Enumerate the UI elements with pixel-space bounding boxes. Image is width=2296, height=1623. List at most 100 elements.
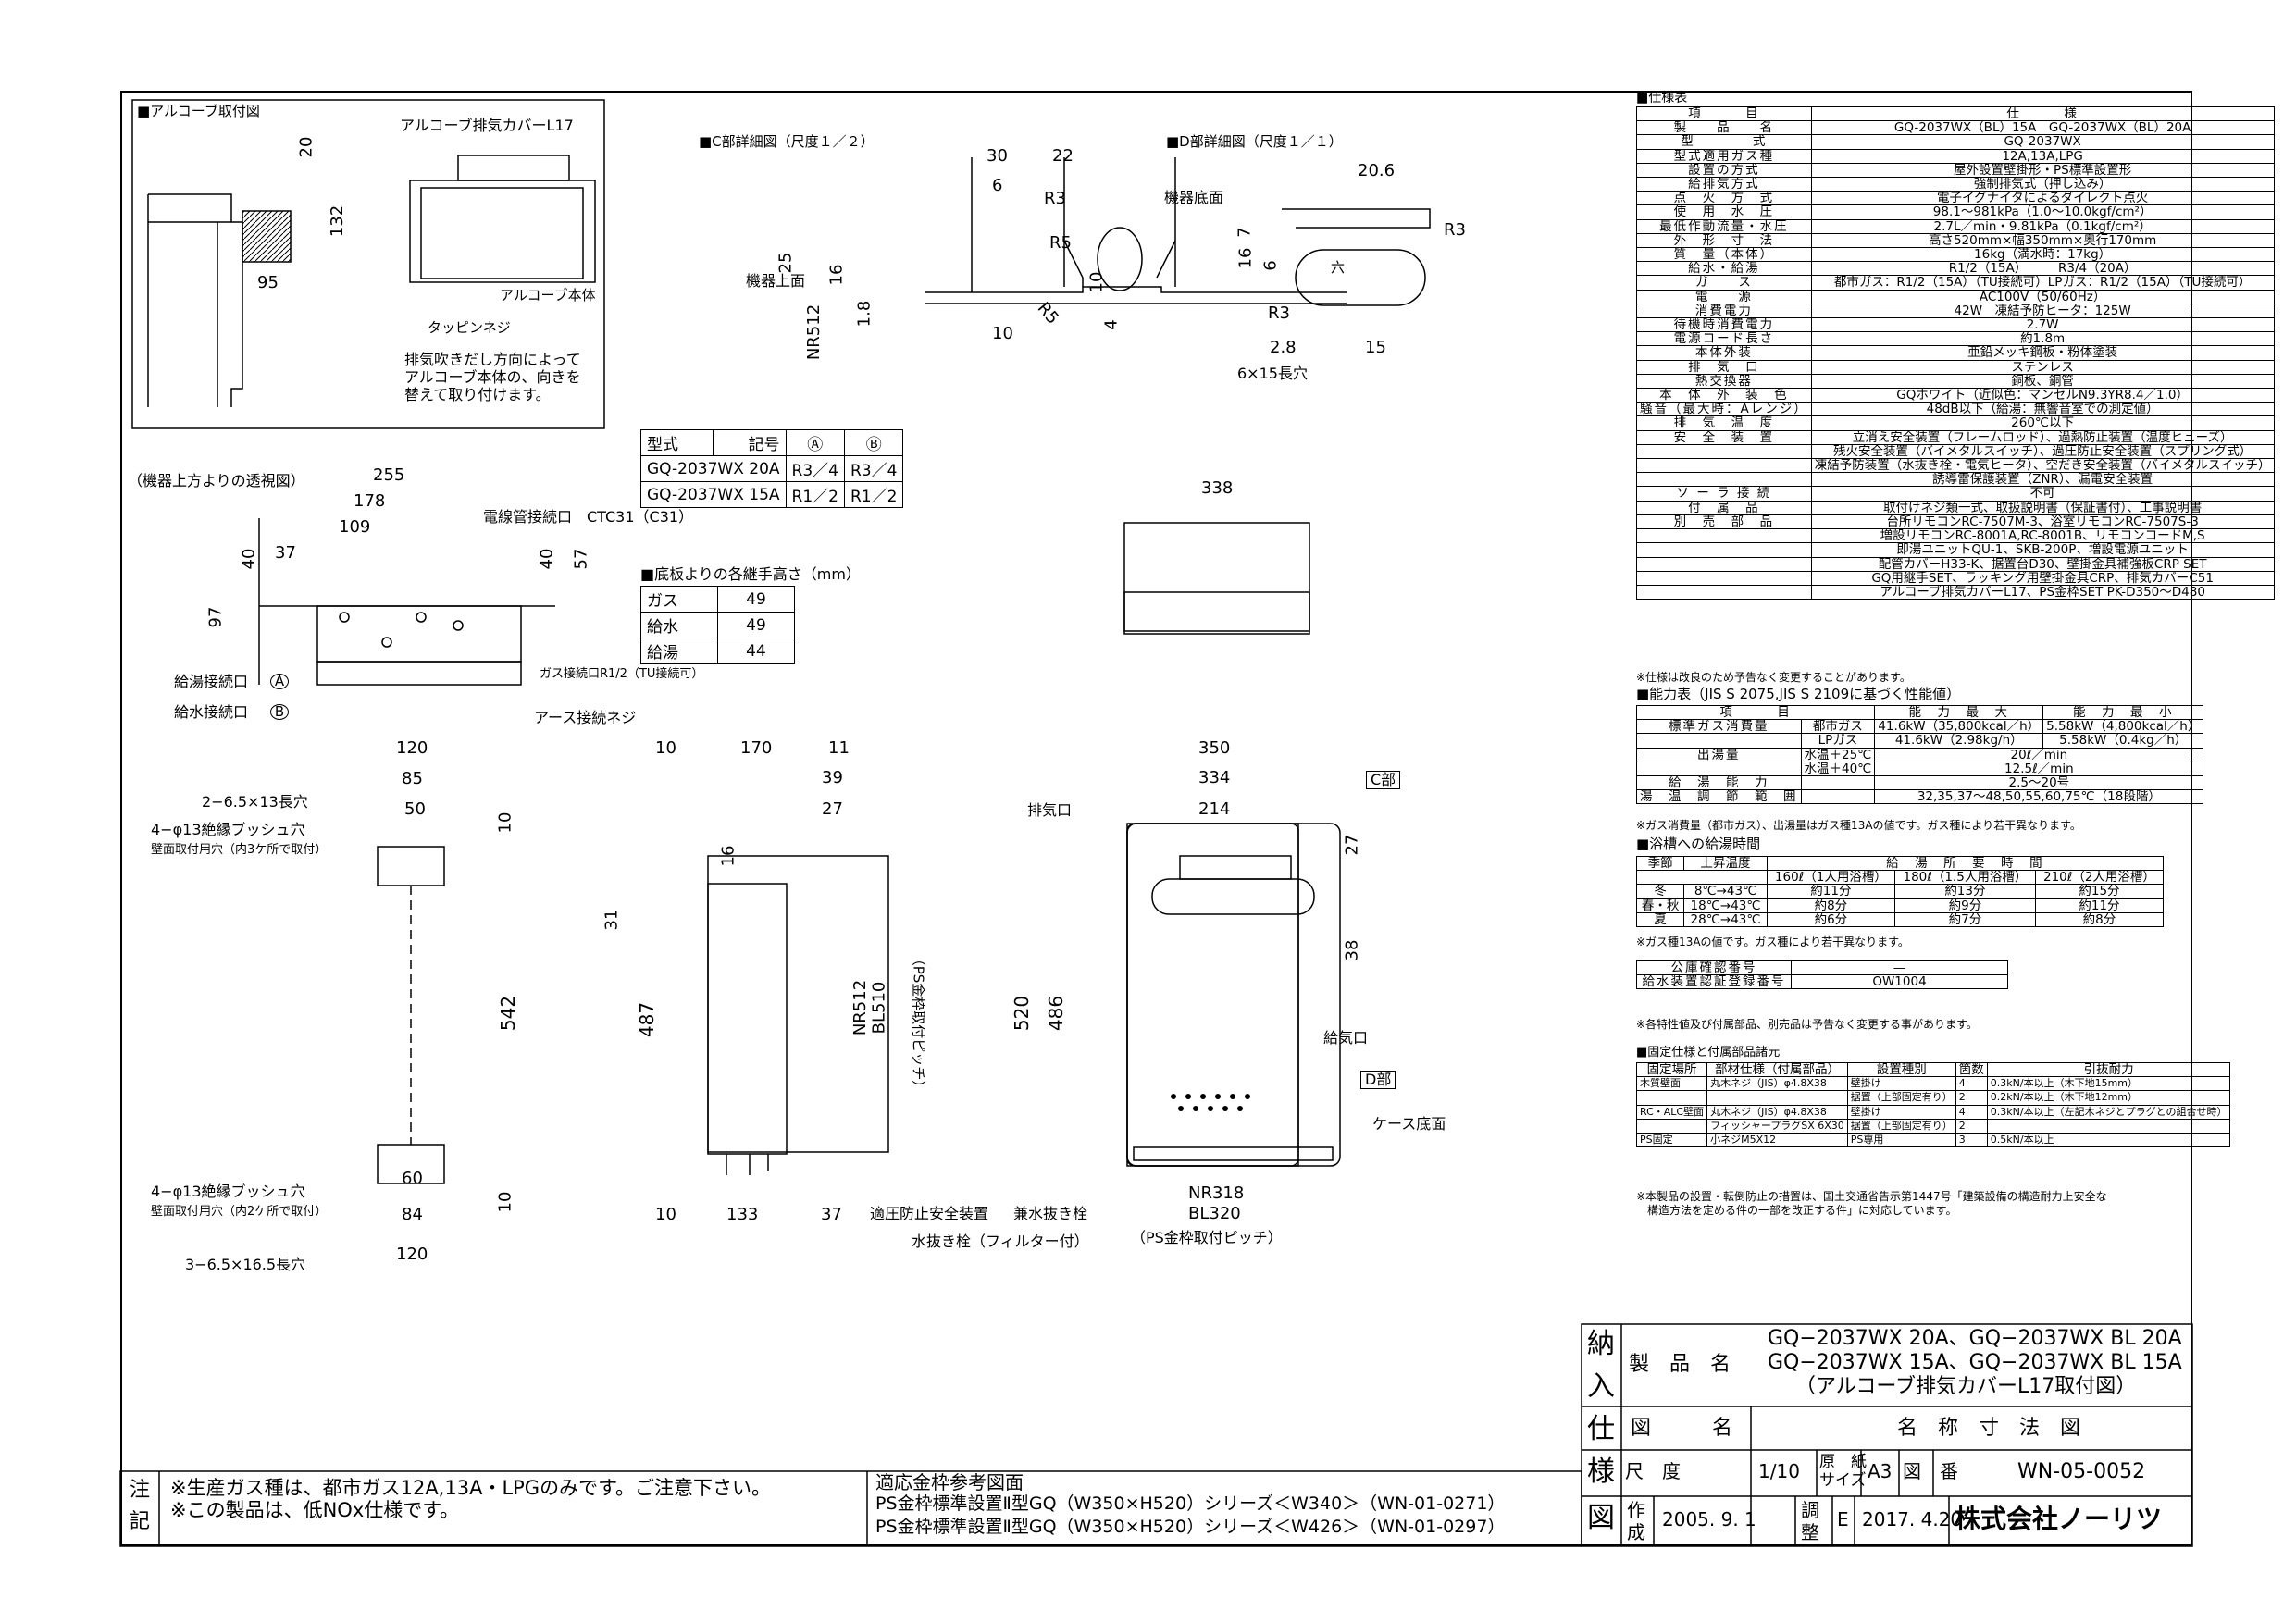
height-hot-value: 44 [717,638,795,664]
product-line-1: GQ−2037WX 20A、GQ−2037WX BL 20A [1768,1327,2182,1350]
spec-label: ソ ー ラ 接 続 [1636,486,1812,502]
table-row: アルコーブ排気カバーL17、PS金枠SET PK-D350〜D480 [1636,584,2275,601]
spec-value: 屋外設置壁掛形・PS標準設置形 [1810,162,2275,179]
cap-label [1636,761,1802,777]
drawing-label: 図 名 [1631,1417,1733,1440]
fixing-table: 固定場所部材仕様（付属部品）設置種別箇数引抜耐力木質壁面丸木ネジ（JIS）φ4.… [1635,1061,2231,1148]
top-dim-97: 97 [205,606,226,628]
filter-label: 水抜き栓（フィルター付） [912,1233,1089,1250]
title-side-1: 納 [1587,1328,1615,1360]
spec-value: 2.7L／min・9.81kPa（0.1kgf/cm²） [1810,218,2275,234]
model-head-type: 型式 [639,429,714,456]
bracket-dim-60: 60 [402,1169,423,1188]
table-row: ガ ス都市ガス：R1/2（15A）（TU接続可）LPガス：R1/2（15A）（T… [1636,275,2275,291]
dim-132: 132 [328,204,348,238]
spec-value: AC100V（50/60Hz） [1810,289,2275,304]
spec-value: R1/2（15A） R3/4（20A） [1810,261,2275,277]
side-dim-11: 11 [828,738,850,758]
table-row: 本体外装亜鉛メッキ鋼板・粉体塗装 [1636,345,2275,361]
spec-label [1636,443,1812,460]
cap-max: 41.6kW（35,800kcal／h） [1874,719,2044,735]
spec-value: 98.1〜981kPa（1.0〜10.0kgf/cm²） [1810,204,2275,220]
cap-sub: 水温＋40℃ [1800,761,1876,777]
side-dim-37: 37 [821,1205,842,1224]
bath-value: 約9分 [1893,898,2036,913]
spec-value: 亜鉛メッキ鋼板・粉体塗装 [1810,345,2275,361]
spec-value: 配管カバーH33-K、据置台D30、壁掛金具補強板CRP SET [1810,556,2275,572]
drain-label: 兼水抜き栓 [1013,1205,1088,1222]
top-view-title: （機器上方よりの透視図） [128,472,305,489]
front-dim-27: 27 [1342,834,1362,856]
spec-label [1636,542,1812,558]
fix-head: 箇数 [1955,1061,1988,1078]
table-row: 騒音（最大時：Aレンジ）48dB以下（給湯：無響音室での測定値） [1636,402,2275,417]
d-dim-6: 6 [1260,260,1281,271]
table-row: 質 量（本体）16kg（満水時：17kg） [1636,247,2275,263]
product-line-3: （アルコーブ排気カバーL17取付図） [1795,1375,2137,1398]
table-row: 残火安全装置（バイメタルスイッチ）、過圧防止安全装置（スプリング式） [1636,443,2275,460]
spec-value: 立消え安全装置（フレームロッド）、過熱防止装置（温度ヒューズ） [1810,429,2275,445]
front-dim-38: 38 [1342,939,1362,961]
spec-value: 取付けネジ類一式、取扱説明書（保証書付）、工事説明書 [1810,500,2275,515]
d-dim-16: 16 [1235,247,1256,269]
spec-value: 高さ520mm×幅350mm×奥行170mm [1810,232,2275,249]
table-row: 外 形 寸 法高さ520mm×幅350mm×奥行170mm [1636,232,2275,249]
cap-label: 出湯量 [1636,747,1802,762]
fixing-note-2: 構造方法を定める件の一部を改正する件」に対応しています。 [1636,1204,1957,1217]
fix-cell: 3 [1955,1133,1988,1148]
fix-cell: 壁掛け [1846,1076,1956,1092]
spec-label: 電源コード長さ [1636,331,1812,347]
table-row: 項 目仕 様 [1636,105,2275,122]
dim-338: 338 [1201,478,1234,498]
spec-label: 消費電力 [1636,303,1812,319]
side-pitch-ps: （PS金枠取付ピッチ） [910,951,927,1095]
cap-head-item: 項 目 [1635,704,1876,721]
ref-line-2: PS金枠標準設置Ⅱ型GQ（W350×H520）シリーズ＜W426＞（WN-01-… [875,1517,1506,1537]
c-dim-r5: R5 [1049,233,1072,253]
height-table-title: ■底板よりの各継手高さ（mm） [640,565,861,583]
title-side-5: 図 [1587,1502,1615,1534]
spec-label: 型式適用ガス種 [1636,148,1812,164]
spec-value: 48dB以下（給湯：無響音室での測定値） [1810,402,2275,417]
spec-label: ガ ス [1636,275,1812,291]
bath-value: 約8分 [2034,911,2165,928]
side-dim-487: 487 [636,1001,659,1038]
d-slot: 6×15長穴 [1237,365,1308,382]
spec-value: GQ-2037WX [1810,134,2275,150]
bracket-bottom-wall: 壁面取付用穴（内2ケ所で取付） [151,1205,328,1219]
cap-label [1636,733,1802,749]
bath-sub: 210ℓ（2人用浴槽） [2034,870,2165,886]
bath-value: 約13分 [1893,884,2036,899]
spec-value: 260℃以下 [1810,415,2275,431]
spec-value: 42W 凍結予防ヒータ：125W [1810,303,2275,319]
capacity-title: ■能力表（JIS S 2075,JIS S 2109に基づく性能値） [1636,686,1961,702]
spec-label: 設置の方式 [1636,162,1812,179]
bracket-top-holes: 2−6.5×13長穴 [202,793,308,811]
side-dim-16: 16 [718,845,738,867]
c-dim-1-8: 1.8 [854,300,875,328]
front-dim-214: 214 [1198,799,1231,819]
spec-label: 排 気 口 [1636,359,1812,375]
table-row: 排 気 口ステンレス [1636,359,2275,375]
case-bottom-label: ケース底面 [1372,1115,1446,1133]
alcove-title: ■アルコーブ取付図 [137,103,260,119]
alcove-screw-label: タッピンネジ [428,319,511,336]
spec-label: 電 源 [1636,289,1812,304]
bath-head-season: 季節 [1635,855,1685,872]
cap-label: 湯 温 調 節 範 囲 [1636,789,1802,805]
cap-sub: 都市ガス [1800,719,1876,735]
bath-value: 約15分 [2034,884,2165,899]
earth-screw-label: アース接続ネジ [534,709,637,726]
spec-label: 排 気 温 度 [1636,415,1812,431]
